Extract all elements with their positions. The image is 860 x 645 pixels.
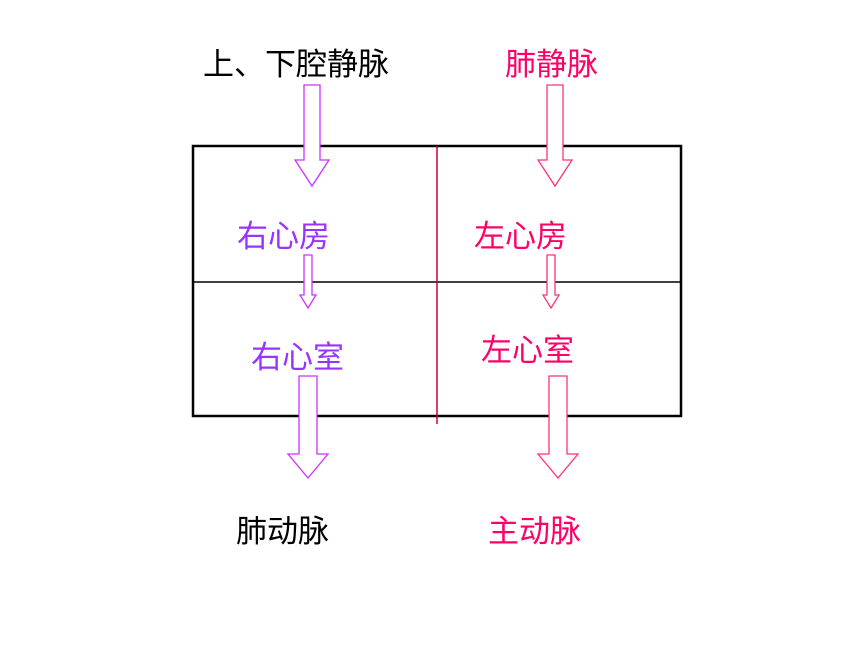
right-ventricle-label: 右心室 xyxy=(251,340,344,376)
arrow-left-ventricle-to-aorta xyxy=(536,375,580,480)
left-ventricle-label: 左心室 xyxy=(481,333,574,369)
arrow-pulmonary-vein-to-left-atrium xyxy=(536,84,574,188)
vena-cava-label: 上、下腔静脉 xyxy=(203,47,389,83)
arrow-right-atrium-to-right-ventricle xyxy=(298,254,318,310)
arrow-left-atrium-to-left-ventricle xyxy=(541,254,561,310)
pulmonary-artery-label: 肺动脉 xyxy=(236,514,329,550)
aorta-label: 主动脉 xyxy=(488,514,581,550)
left-atrium-label: 左心房 xyxy=(474,219,567,255)
right-atrium-label: 右心房 xyxy=(237,219,330,255)
pulmonary-vein-label: 肺静脉 xyxy=(505,47,598,83)
arrow-vena-cava-to-right-atrium xyxy=(293,84,331,188)
arrow-right-ventricle-to-pulmonary-artery xyxy=(286,375,330,480)
